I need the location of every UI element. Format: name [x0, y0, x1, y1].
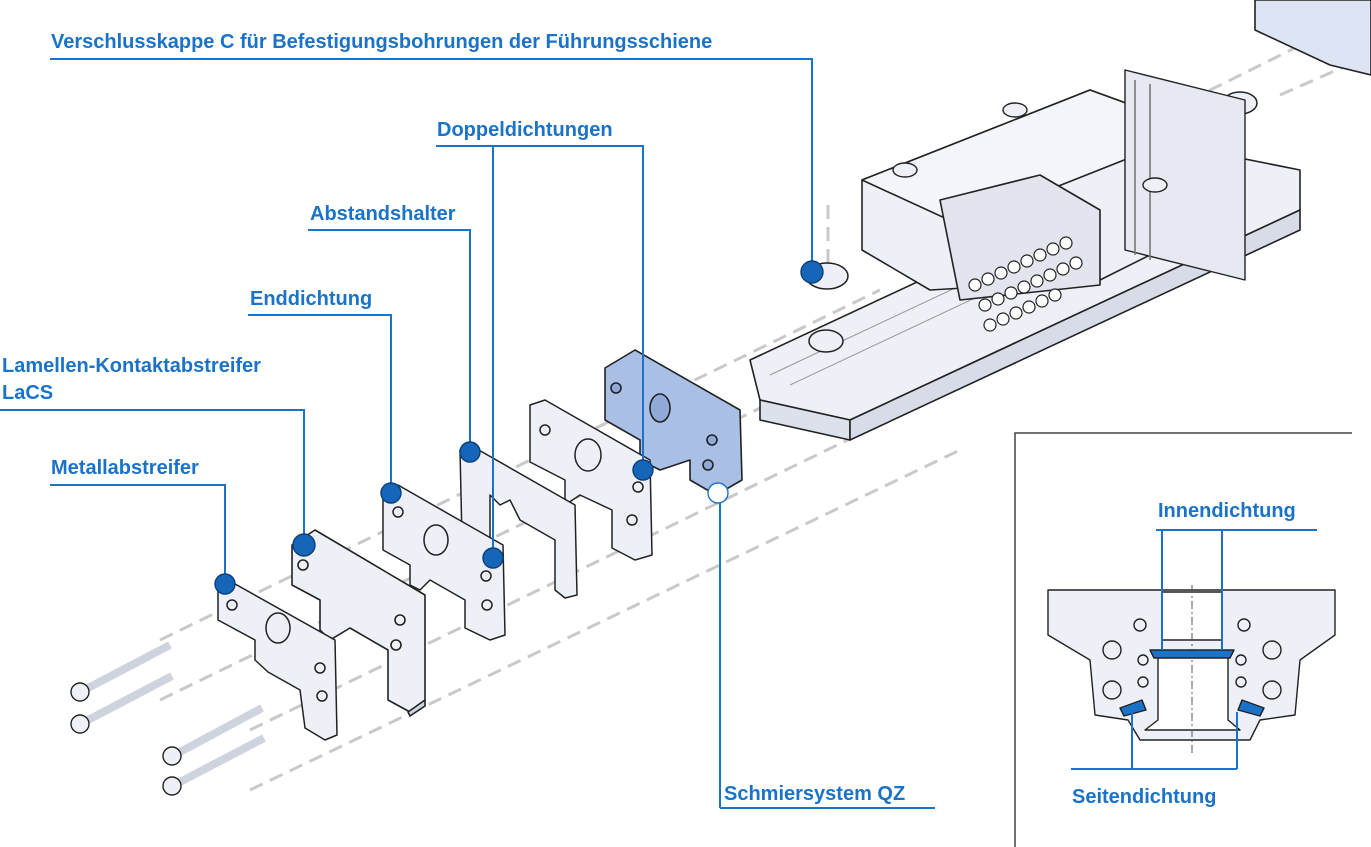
label-enddichtung: Enddichtung: [250, 288, 373, 310]
inset-cross-section: [1047, 585, 1336, 755]
screw-3: [162, 704, 264, 766]
screw-2: [70, 672, 174, 734]
marker-schmiersystem: [707, 482, 729, 504]
leader-lines: [0, 58, 1317, 809]
callout-markers: [214, 260, 824, 595]
screw-4: [162, 734, 266, 796]
label-doppeldichtungen: Doppeldichtungen: [437, 119, 613, 141]
label-innendichtung: Innendichtung: [1158, 500, 1296, 522]
marker-enddichtung: [380, 482, 402, 504]
rail-mounting-hole: [808, 329, 844, 353]
double-seal-plate: [529, 399, 653, 561]
adjacent-block: [1254, 0, 1371, 76]
marker-doppeldichtung-1: [632, 459, 654, 481]
end-seal-plate: [382, 484, 506, 641]
metal-scraper-plate: [217, 579, 338, 741]
inset-frame: [1014, 432, 1352, 847]
label-schmiersystem: Schmiersystem QZ: [724, 783, 906, 805]
carriage-block: [861, 69, 1246, 301]
marker-doppeldichtung-2: [482, 547, 504, 569]
screw-1: [70, 641, 172, 702]
label-lacs-line1: Lamellen-Kontaktabstreifer: [2, 355, 261, 377]
ball-rows: [968, 236, 1083, 332]
screws: [70, 641, 266, 796]
marker-lacs: [292, 533, 316, 557]
lacs-block: [291, 529, 426, 717]
label-abstandshalter: Abstandshalter: [310, 203, 456, 225]
marker-abstandshalter: [459, 441, 481, 463]
label-metallabstreifer: Metallabstreifer: [51, 457, 199, 479]
carriage-bolt-holes: [892, 102, 1168, 193]
marker-metallabstreifer: [214, 573, 236, 595]
label-seitendichtung: Seitendichtung: [1072, 786, 1217, 808]
lubrication-module-qz: [604, 349, 743, 496]
label-verschlusskappe: Verschlusskappe C für Befestigungsbohrun…: [51, 31, 713, 53]
marker-verschlusskappe: [800, 260, 824, 284]
label-lacs-line2: LaCS: [2, 382, 54, 404]
